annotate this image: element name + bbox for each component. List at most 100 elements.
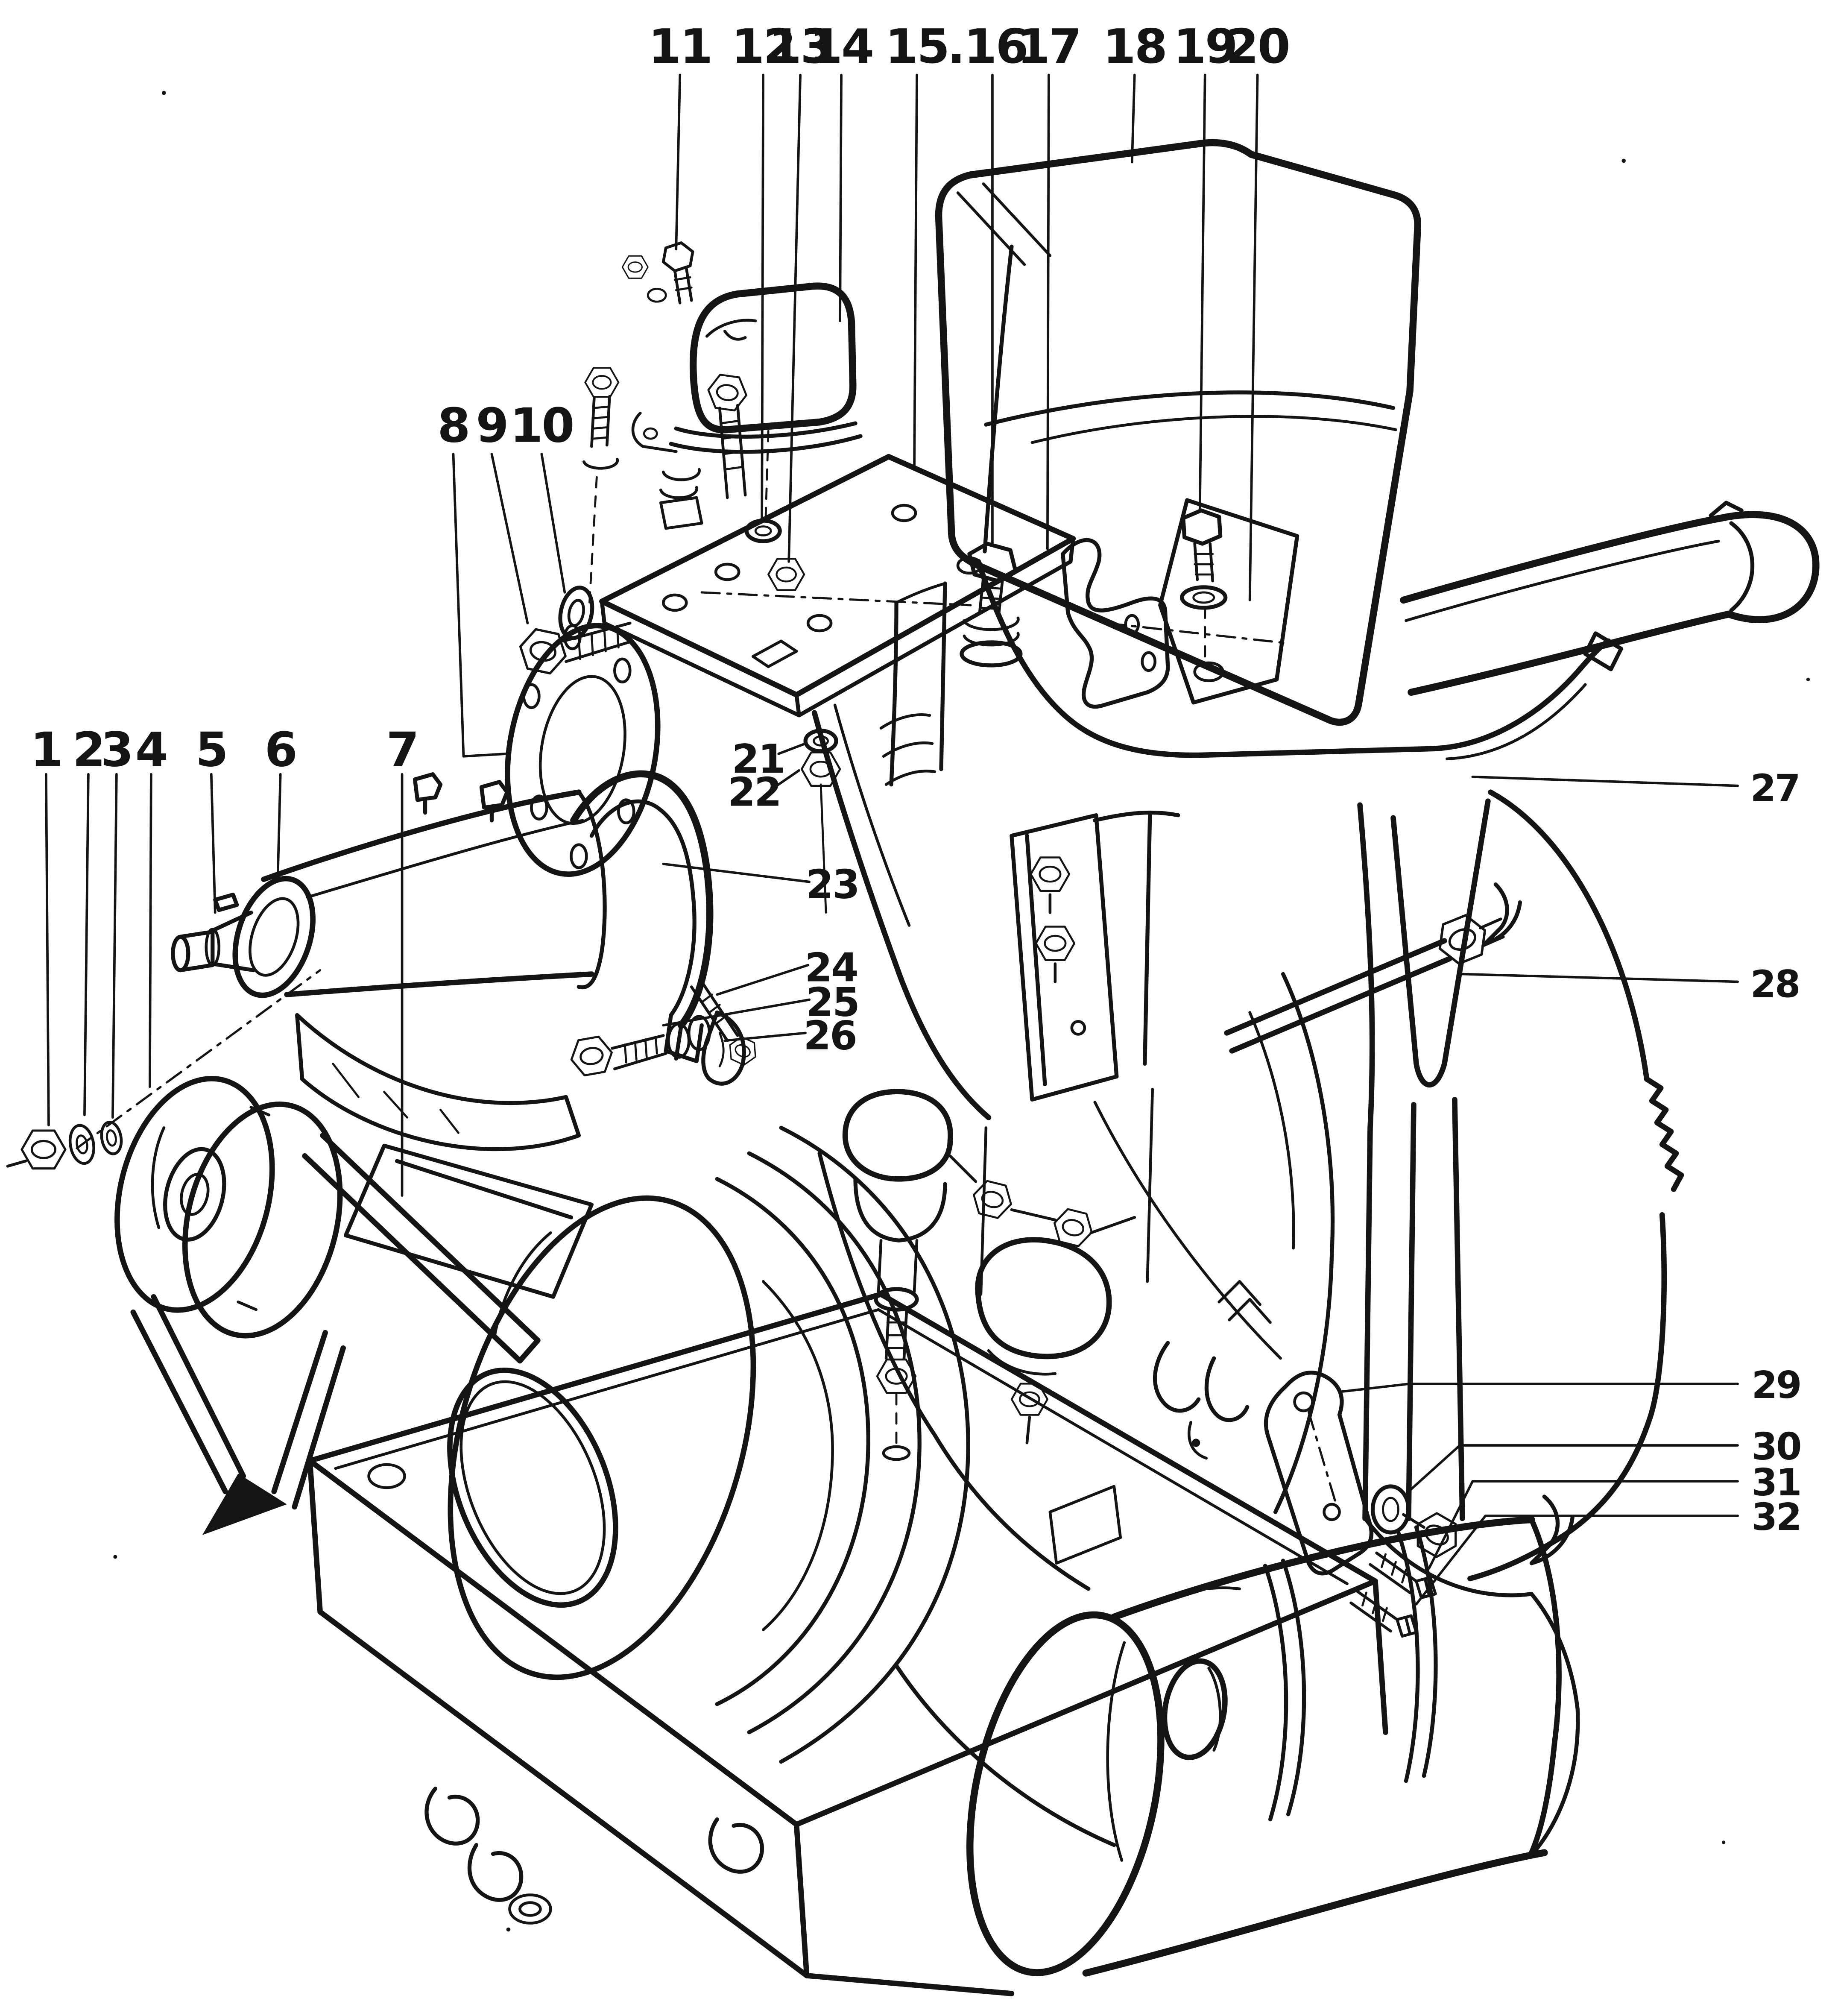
lever-bracket	[1264, 1371, 1374, 1576]
leader-line-32	[1415, 1515, 1739, 1606]
callout-number-23: 23	[806, 861, 858, 908]
callout-6: 6	[265, 722, 298, 876]
callout-5: 5	[196, 722, 228, 914]
callout-22: 22	[728, 769, 800, 815]
callout-number-2: 2	[73, 722, 104, 777]
callout-16: .16	[947, 19, 1029, 545]
callout-number-4: 4	[135, 722, 167, 777]
leader-line-9	[490, 453, 529, 624]
callout-2: 2	[73, 722, 105, 1116]
leader-line-18	[1130, 73, 1136, 164]
callout-28: 28	[1461, 963, 1801, 1006]
callout-11: 11	[648, 19, 713, 251]
adjusting-bolt-group	[568, 1010, 746, 1086]
leader-line-20	[1248, 73, 1259, 601]
mounting-flange	[505, 367, 661, 877]
callout-number-7: 7	[386, 722, 418, 777]
callout-number-20: 20	[1226, 19, 1289, 74]
slotted-screw	[1349, 1590, 1399, 1633]
leader-line-15	[913, 73, 918, 471]
tank-bolt	[967, 542, 1018, 583]
callout-number-30: 30	[1752, 1425, 1801, 1468]
base-plate	[307, 1291, 1388, 1996]
slotted-screw	[1369, 1551, 1418, 1594]
leader-line-28	[1461, 973, 1739, 983]
callout-23: 23	[662, 861, 860, 908]
muffler	[966, 1516, 1562, 1977]
callout-number-9: 9	[476, 399, 507, 454]
regulator-cover	[689, 282, 857, 434]
callout-9: 9	[476, 399, 529, 624]
belt-left-run	[130, 1294, 246, 1494]
callout-25: 25	[662, 979, 860, 1027]
callout-19: 19	[1173, 19, 1238, 512]
leader-line-2	[83, 773, 90, 1116]
leader-line-31	[1428, 1480, 1739, 1570]
washer	[558, 586, 594, 640]
belt-arrow	[202, 1473, 287, 1535]
callout-number-10: 10	[510, 399, 573, 454]
axis-lines	[700, 591, 1292, 645]
washer	[1370, 1484, 1411, 1535]
lock-washer	[803, 729, 838, 753]
callout-number-13: 13	[769, 19, 832, 74]
callout-21: 21	[732, 736, 807, 782]
leader-line-8	[452, 453, 509, 758]
callout-3: 3	[101, 722, 134, 1119]
callout-4: 4	[135, 722, 168, 1088]
callout-20: 20	[1226, 19, 1291, 601]
callout-number-11: 11	[648, 19, 711, 74]
callout-number-12: 12	[732, 19, 795, 74]
rear-housing	[1248, 789, 1684, 1858]
hex-bolt-head	[516, 627, 570, 676]
leader-line-19	[1198, 73, 1206, 512]
tank-bracket-plate	[1158, 498, 1299, 705]
callout-18: 18	[1103, 19, 1168, 164]
leader-line-21	[777, 742, 807, 755]
callout-number-1: 1	[30, 722, 62, 777]
gasket	[1153, 1341, 1201, 1413]
washer	[1180, 585, 1228, 610]
leader-line-17	[1046, 73, 1050, 550]
callout-number-8: 8	[437, 399, 469, 454]
belt-upper-run	[302, 1133, 541, 1364]
tank-bracket-bolt	[1181, 508, 1223, 546]
callout-number-6: 6	[265, 722, 296, 777]
callout-24: 24	[716, 945, 859, 996]
leader-line-11	[675, 73, 682, 251]
callout-15: 15	[885, 19, 950, 471]
leader-line-25	[662, 998, 811, 1027]
leader-line-24	[716, 964, 809, 996]
callout-number-15: 15	[885, 19, 948, 74]
callout-number-24: 24	[805, 945, 857, 991]
callout-number-21: 21	[732, 736, 784, 782]
leader-line-30	[1407, 1444, 1739, 1493]
shaft-key	[213, 892, 239, 912]
callout-number-14: 14	[810, 19, 873, 74]
dynamo	[171, 772, 607, 998]
leader-line-5	[210, 773, 217, 914]
fuel-line	[975, 559, 1611, 758]
belt-right-run	[271, 1330, 346, 1510]
mounting-plate	[599, 454, 1076, 718]
leader-line-13	[787, 73, 802, 563]
callout-27: 27	[1471, 767, 1801, 810]
leader-line-22	[773, 769, 800, 788]
callout-number-22: 22	[728, 769, 781, 815]
lever-group	[1264, 1371, 1465, 1638]
callout-number-25: 25	[806, 979, 858, 1026]
callout-30: 30	[1407, 1425, 1802, 1493]
clamp-bracket	[1061, 538, 1170, 709]
flange-bolt-head	[584, 367, 620, 398]
shaft-nut-washers	[6, 969, 322, 1169]
leader-line-10	[540, 453, 566, 594]
callout-10: 10	[510, 399, 575, 594]
callout-31: 31	[1428, 1461, 1802, 1570]
intake-pipe	[1400, 514, 1725, 604]
leader-line-4	[148, 773, 152, 1088]
callout-13: 13	[769, 19, 833, 563]
callout-17: 17	[1017, 19, 1082, 550]
hex-nut	[768, 559, 804, 590]
